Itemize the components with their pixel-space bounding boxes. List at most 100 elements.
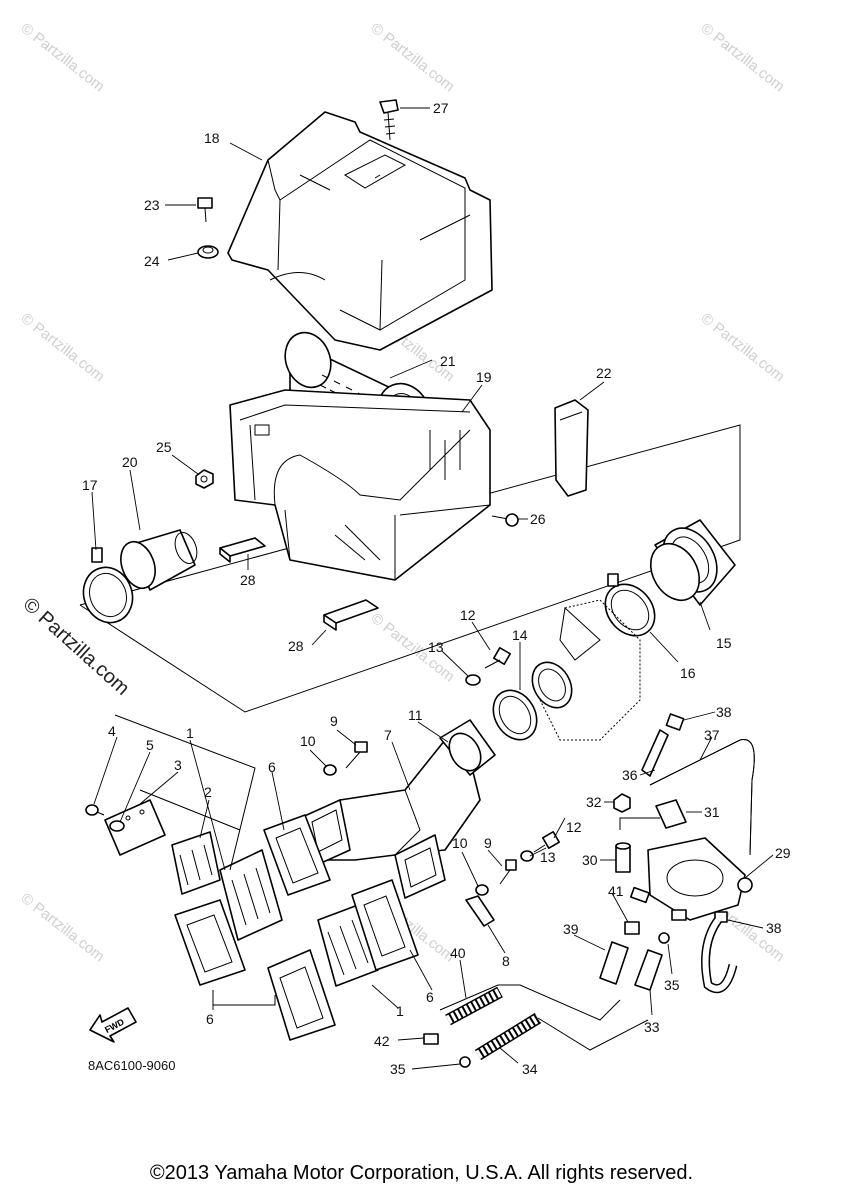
gasket-6-icon xyxy=(263,814,331,896)
gasket-6-icon xyxy=(351,879,419,971)
nut-25-icon xyxy=(195,469,214,489)
callout-label: 32 xyxy=(586,794,602,810)
callout-labels: 27 18 23 24 21 19 22 25 20 17 26 28 28 1… xyxy=(82,100,791,1077)
callout-label: 33 xyxy=(644,1019,660,1035)
gasket-6-icon xyxy=(267,949,336,1041)
callout-label: 12 xyxy=(460,607,476,623)
callout-label: 28 xyxy=(288,638,304,654)
watermark: © Partzilla.com xyxy=(18,890,108,966)
clip-38-icon xyxy=(714,911,728,923)
callout-label: 21 xyxy=(440,353,456,369)
group-outline-upper xyxy=(79,424,741,713)
gasket-6-icon xyxy=(174,899,246,986)
airbox-case xyxy=(229,389,491,581)
callout-label: 6 xyxy=(426,989,434,1005)
callout-leaders xyxy=(91,107,774,1070)
callout-label: 2 xyxy=(204,784,212,800)
callout-label: 23 xyxy=(144,197,160,213)
group-bracket-2 xyxy=(139,789,241,831)
collar-24-icon xyxy=(197,245,219,259)
copyright-notice: ©2013 Yamaha Motor Corporation, U.S.A. A… xyxy=(149,1162,694,1184)
hose-36-icon xyxy=(641,729,669,777)
callout-label: 25 xyxy=(156,439,172,455)
callout-label: 13 xyxy=(540,849,556,865)
screw-23-icon xyxy=(197,197,213,223)
clip-35-icon xyxy=(658,932,670,944)
fwd-arrow-icon: FWD xyxy=(89,1007,137,1043)
washer-13-icon xyxy=(520,850,534,862)
callout-label: 6 xyxy=(268,759,276,775)
group-bracket-pump xyxy=(619,817,660,830)
reed-stopper-3-icon xyxy=(104,799,166,856)
watermark: © Partzilla.com xyxy=(698,310,788,386)
callout-label: 37 xyxy=(704,727,720,743)
callout-label: 16 xyxy=(680,665,696,681)
callout-label: 8 xyxy=(502,953,510,969)
joint-20-icon xyxy=(120,529,198,591)
callout-label: 30 xyxy=(582,852,598,868)
washer-10-icon xyxy=(475,884,489,896)
clip-42-icon xyxy=(423,1033,439,1045)
callout-label: 26 xyxy=(530,511,546,527)
callout-label: 39 xyxy=(563,921,579,937)
callout-label: 20 xyxy=(122,454,138,470)
callout-label: 35 xyxy=(664,977,680,993)
clip-41-icon xyxy=(624,921,640,935)
callout-label: 24 xyxy=(144,253,160,269)
callout-label: 15 xyxy=(716,635,732,651)
clamp-14-icon xyxy=(492,661,573,741)
reed-2-icon xyxy=(171,831,221,895)
bolt-12-icon xyxy=(484,647,511,669)
callout-label: 31 xyxy=(704,804,720,820)
callout-label: 29 xyxy=(775,845,791,861)
callout-label: 3 xyxy=(174,757,182,773)
joint-15-icon xyxy=(649,519,736,606)
callout-label: 22 xyxy=(596,365,612,381)
watermark: © Partzilla.com xyxy=(368,610,458,686)
callout-label: 42 xyxy=(374,1033,390,1049)
bracket-8-icon xyxy=(465,895,495,927)
callout-label: 35 xyxy=(390,1061,406,1077)
callout-label: 11 xyxy=(408,707,423,723)
carburetor-outline xyxy=(539,599,641,741)
callout-label: 7 xyxy=(384,727,392,743)
washer-10-icon xyxy=(323,764,337,776)
callout-label: 9 xyxy=(330,713,338,729)
bolt-9-icon xyxy=(345,741,368,769)
callout-label: 38 xyxy=(766,920,782,936)
callout-label: 41 xyxy=(608,883,624,899)
bolt-27-icon xyxy=(379,99,399,141)
callout-label: 28 xyxy=(240,572,256,588)
washer-13-icon xyxy=(465,674,481,686)
callout-label: 4 xyxy=(108,723,116,739)
callout-label: 13 xyxy=(428,639,444,655)
callout-label: 40 xyxy=(450,945,466,961)
callout-label: 12 xyxy=(566,819,582,835)
screw-4-icon xyxy=(85,804,105,816)
callout-label: 38 xyxy=(716,704,732,720)
watermark: © Partzilla.com xyxy=(698,20,788,96)
callout-label: 34 xyxy=(522,1061,538,1077)
pad-28-icon xyxy=(219,537,266,563)
group-bracket-6 xyxy=(212,990,276,1006)
callout-label: 17 xyxy=(82,477,98,493)
callout-label: 5 xyxy=(146,737,154,753)
intake-manifold-icon xyxy=(299,719,496,899)
hose-40-icon xyxy=(439,984,621,1026)
callout-label: 6 xyxy=(206,1011,214,1027)
bracket-31-icon xyxy=(655,799,687,829)
callout-label: 14 xyxy=(512,627,528,643)
clip-35-icon xyxy=(459,1056,471,1068)
callout-label: 19 xyxy=(476,369,492,385)
pad-22-icon xyxy=(554,399,589,497)
nut-32-icon xyxy=(613,793,631,813)
collar-30-icon xyxy=(615,842,631,873)
hose-39-icon xyxy=(599,941,629,985)
hose-37-icon xyxy=(649,739,755,856)
callout-label: 27 xyxy=(433,100,449,116)
hose-33-icon xyxy=(634,949,663,991)
washer-5-icon xyxy=(109,820,125,832)
callout-label: 10 xyxy=(452,835,468,851)
clamp-16-icon xyxy=(604,573,656,637)
callout-label: 1 xyxy=(186,725,194,741)
